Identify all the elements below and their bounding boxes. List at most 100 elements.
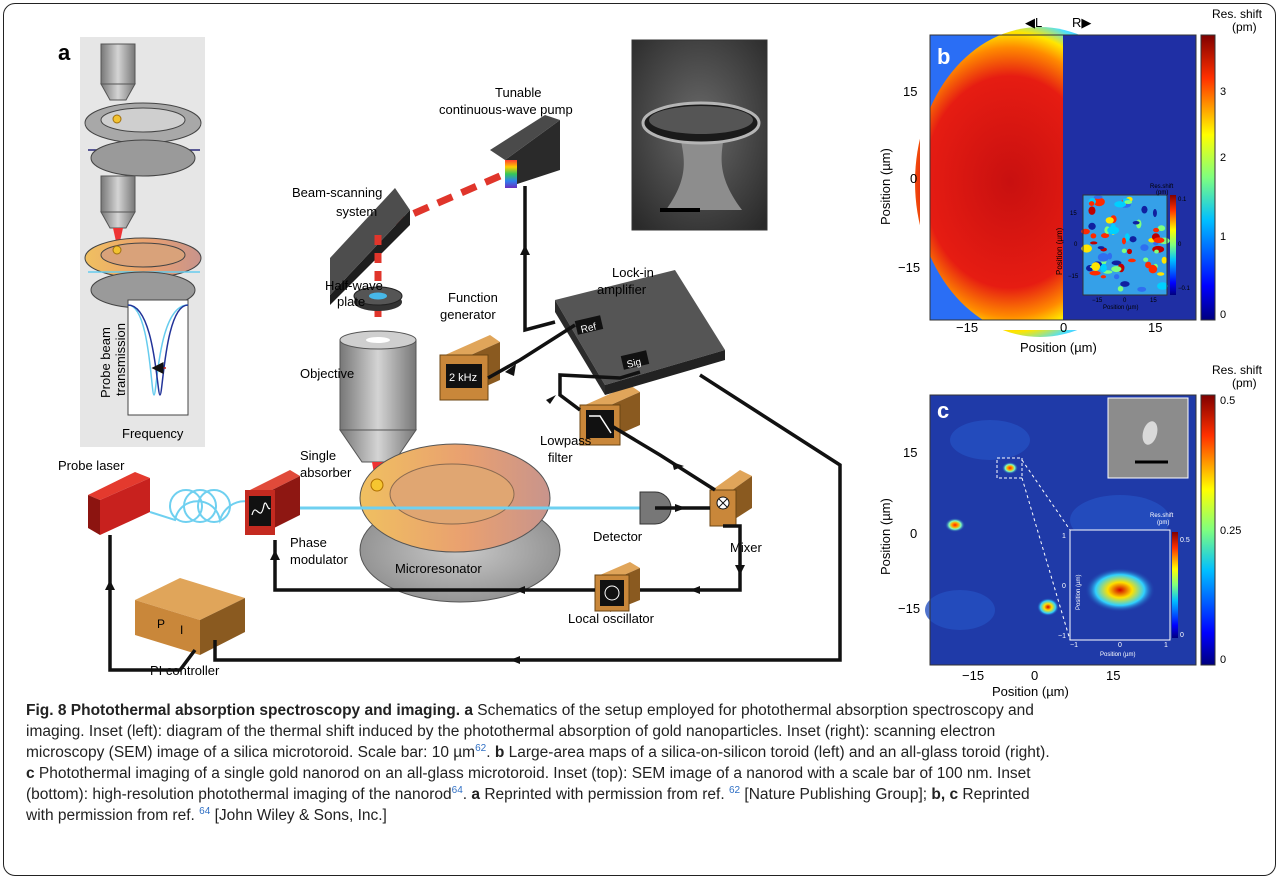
phase-modulator — [245, 470, 300, 535]
pi-controller: P I — [135, 578, 245, 655]
beam-label-2: system — [336, 204, 377, 219]
panel-c-letter: c — [937, 398, 949, 423]
caption-c: c — [26, 765, 35, 782]
panel-b-xtick-15: 15 — [1148, 320, 1162, 335]
noise-blob — [1117, 285, 1124, 292]
panel-c-cb-title-1: Res. shift — [1212, 363, 1263, 377]
noise-blob — [1120, 281, 1130, 287]
lowpass-label-2: filter — [548, 450, 573, 465]
panel-a-letter: a — [58, 40, 71, 65]
panel-b-right-marker: R▶ — [1072, 15, 1091, 30]
microresonator-label: Microresonator — [395, 561, 482, 576]
noise-blob — [1097, 246, 1105, 250]
caption-text-2: imaging. Inset (left): diagram of the th… — [26, 723, 996, 740]
phase-label-2: modulator — [290, 552, 348, 567]
noise-blob — [1114, 201, 1127, 208]
noise-blob — [1161, 256, 1167, 264]
mixer — [709, 470, 752, 527]
panel-b-cb-tick-1: 1 — [1220, 231, 1226, 243]
noise-blob — [1157, 282, 1168, 290]
caption-fig-label: Fig. 8 Photothermal absorption spectrosc… — [26, 702, 461, 719]
caption-ref-64[interactable]: 64 — [451, 784, 463, 796]
panel-b-inset-ytick-2: 0 — [1074, 242, 1078, 248]
caption-a2: a — [471, 786, 481, 803]
figure-frame — [3, 3, 1276, 876]
noise-blob — [1113, 274, 1120, 280]
probe-laser-label: Probe laser — [58, 458, 125, 473]
caption-text-6d: [Nature Publishing Group]; — [740, 786, 932, 803]
panel-b-ytick-0: 0 — [910, 171, 917, 186]
caption-a: a — [464, 702, 473, 719]
noise-blob — [1088, 222, 1096, 230]
panel-c-inset-xlabel: Position (µm) — [1100, 652, 1135, 658]
wire-arrows — [105, 245, 745, 664]
panel-c-inset-cb-1: 0.5 — [1180, 537, 1190, 544]
noise-blob — [1091, 262, 1101, 271]
detector-label: Detector — [593, 529, 643, 544]
panel-c-inset-xtick-2: 0 — [1118, 642, 1122, 649]
panel-b-inset-cb-3: −0.1 — [1178, 286, 1191, 292]
ref-text: Ref — [580, 322, 598, 336]
panel-b-inset-cb-1: 0.1 — [1178, 197, 1187, 203]
figure-caption: Fig. 8 Photothermal absorption spectrosc… — [26, 700, 1256, 826]
caption-sep-2: . — [462, 786, 472, 803]
objective-lens — [339, 330, 417, 485]
panel-b — [915, 27, 1216, 337]
panel-c-cb-tick-05: 0.5 — [1220, 395, 1235, 407]
panel-c-cb-tick-0: 0 — [1220, 654, 1226, 666]
noise-blob — [1127, 248, 1133, 255]
caption-ref-62[interactable]: 62 — [475, 742, 487, 754]
noise-blob — [1081, 244, 1093, 253]
noise-blob — [1157, 272, 1165, 276]
noise-blob — [1127, 258, 1136, 263]
beam-scanner — [330, 188, 410, 305]
noise-blob — [1137, 286, 1147, 292]
caption-text-3: microscopy (SEM) image of a silica micro… — [26, 744, 476, 761]
noise-blob — [1132, 220, 1140, 225]
panel-b-cb-tick-3: 3 — [1220, 86, 1226, 98]
caption-ref-62b[interactable]: 62 — [728, 784, 741, 796]
caption-text-7: with permission from ref. — [26, 807, 200, 824]
panel-b-inset-ytick-1: 15 — [1070, 211, 1077, 217]
halfwave-label-2: plate — [337, 294, 365, 309]
left-inset: Probe beam transmission Frequency — [80, 37, 205, 447]
panel-b-inset-ytick-3: −15 — [1068, 274, 1079, 280]
panel-c-inset-ytick-2: 0 — [1062, 583, 1066, 590]
noise-blob — [1097, 252, 1109, 262]
sig-text: Sig — [626, 357, 643, 371]
noise-blob — [1129, 236, 1137, 243]
lowpass-label-1: Lowpass — [540, 433, 592, 448]
noise-blob — [1121, 237, 1126, 245]
absorber-label-1: Single — [300, 448, 336, 463]
noise-blob — [1153, 227, 1160, 233]
panel-b-inset-cb-2: 0 — [1178, 242, 1182, 248]
panel-b-inset-xtick-2: 0 — [1123, 298, 1127, 304]
noise-blob — [1141, 205, 1148, 214]
panel-b-inset-xtick-1: −15 — [1092, 298, 1103, 304]
panel-b-ytick-15: 15 — [903, 84, 917, 99]
probe-laser — [88, 472, 150, 535]
noise-blob — [1154, 249, 1159, 254]
caption-text-6: (bottom): high-resolution photothermal i… — [26, 786, 452, 803]
absorber-label-2: absorber — [300, 465, 352, 480]
local-oscillator — [594, 562, 640, 612]
caption-ref-64b[interactable]: 64 — [199, 805, 211, 817]
inset-xlabel: Frequency — [122, 426, 184, 441]
caption-b: b — [494, 744, 505, 761]
phase-label-1: Phase — [290, 535, 327, 550]
mixer-label: Mixer — [730, 540, 762, 555]
noise-blob — [1088, 206, 1096, 215]
panel-c-ytick-0: 0 — [910, 526, 917, 541]
panel-c-inset-title-1: Res.shift — [1150, 513, 1174, 519]
panel-b-xlabel: Position (µm) — [1020, 340, 1097, 355]
panel-b-cb-tick-2: 2 — [1220, 152, 1226, 164]
noise-blob — [1090, 233, 1097, 239]
lockin-amplifier: Ref Sig — [555, 270, 725, 395]
panel-b-cb-tick-0: 0 — [1220, 309, 1226, 321]
panel-c-inset-title-2: (pm) — [1157, 520, 1169, 526]
inset-ylabel-1: Probe beam — [98, 327, 113, 398]
panel-b-cb-title-2: (pm) — [1232, 20, 1257, 34]
pump-label-1: Tunable — [495, 85, 542, 100]
funcgen-label-2: generator — [440, 307, 496, 322]
noise-blob — [1105, 217, 1114, 224]
